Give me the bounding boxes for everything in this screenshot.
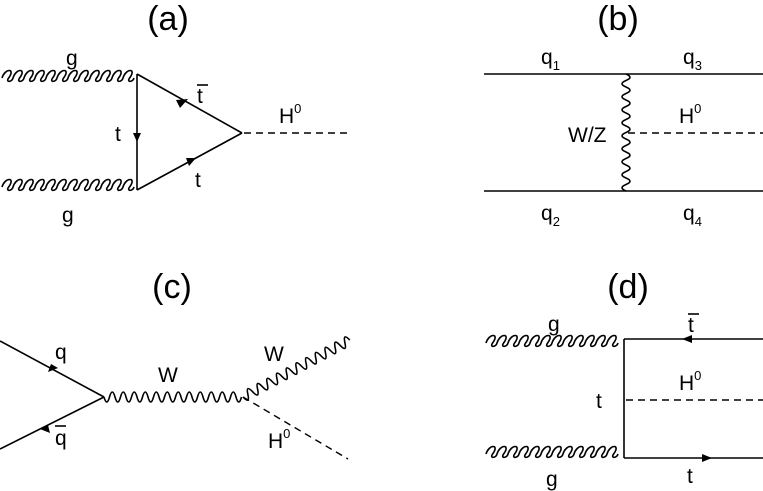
panel-d-gluon-top [485,334,619,348]
panel-b-label-boson: W/Z [568,124,607,147]
panel-d-gluon-bottom [485,445,619,459]
panel-b-boson-line [621,73,631,192]
panel-a-label-t-left: t [115,123,121,146]
panel-d-label-g-bottom: g [546,468,558,491]
panel-c-w-out [242,336,351,401]
panel-d-label-tbar: t [688,314,694,337]
panel-b-label-q2: q2 [541,202,560,229]
panel-c-title: (c) [152,268,192,306]
panel-c-label-w-out: W [264,343,284,366]
panel-c: (c) q q W W H0 [0,268,351,460]
panel-c-w-internal [103,391,243,403]
panel-b-title: (b) [597,0,639,38]
panel-a-label-g-bottom: g [62,204,74,227]
panel-a-arrow-antitop [176,99,188,108]
panel-a-gluon-top [1,69,135,83]
panel-a-antitop-line [136,73,243,134]
panel-c-antiquark-line [0,396,105,450]
panel-b-label-higgs: H0 [679,101,701,128]
panel-b-label-q3: q3 [683,46,702,73]
panel-c-arrow-quark [48,364,58,372]
panel-b-label-q1: q1 [541,46,560,73]
panel-a: (a) g g t t t H0 [1,0,350,227]
panel-c-arrow-antiquark [40,425,50,433]
panel-a-label-t-lower: t [195,169,201,192]
panel-c-higgs-line [242,396,349,460]
panel-a-arrow-top [186,158,196,166]
panel-b-label-q4: q4 [683,202,702,229]
panel-a-label-higgs: H0 [279,101,301,128]
panel-b: (b) q1 q3 W/Z H0 q2 q4 [484,0,763,229]
panel-c-label-w-internal: W [158,364,178,387]
panel-a-arrow-down [133,133,141,142]
panel-d: (d) g g t t t H0 [485,268,763,491]
panel-a-title: (a) [147,0,189,38]
panel-d-label-higgs: H0 [679,368,701,395]
panel-a-label-g-top: g [66,47,78,70]
panel-d-title: (d) [607,268,649,306]
panel-c-label-q: q [55,341,67,364]
panel-d-label-t-mid: t [596,390,602,413]
panel-d-arrow-antitop [682,335,692,343]
panel-c-label-higgs: H0 [268,426,290,453]
panel-a-gluon-bottom [1,178,135,192]
panel-d-label-t-bottom: t [687,465,693,488]
panel-c-label-qbar: q [55,427,67,450]
panel-d-arrow-top [702,454,712,462]
panel-a-label-tbar: t [197,85,203,108]
panel-d-label-g-top: g [548,313,560,336]
